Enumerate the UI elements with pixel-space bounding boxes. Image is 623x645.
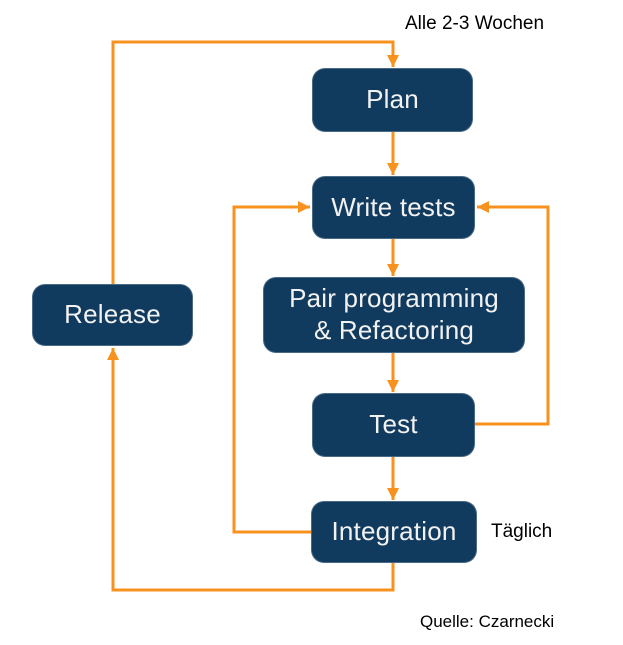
source-caption: Quelle: Czarnecki <box>420 612 555 631</box>
node-integration: Integration <box>311 501 477 563</box>
arrow-test-to-write-tests <box>475 201 550 426</box>
arrow-release-to-plan <box>111 40 399 284</box>
node-test-label: Test <box>369 409 418 440</box>
arrow-integration-to-write-tests <box>232 201 311 534</box>
node-integration-label: Integration <box>331 516 457 547</box>
node-pair-programming-label-line2: & Refactoring <box>313 315 475 345</box>
node-plan: Plan <box>312 68 473 132</box>
node-release-label: Release <box>64 299 161 330</box>
node-test: Test <box>312 393 475 457</box>
node-write-tests-label: Write tests <box>331 191 456 222</box>
node-write-tests: Write tests <box>312 176 475 239</box>
node-plan-label: Plan <box>366 84 419 115</box>
arrow-integration-to-release <box>107 348 395 592</box>
node-pair-programming: Pair programming & Refactoring <box>263 277 525 353</box>
cycle-interval-annotation: Alle 2-3 Wochen <box>405 13 545 34</box>
daily-annotation: Täglich <box>491 521 553 542</box>
node-release: Release <box>32 284 193 346</box>
node-pair-programming-label-line1: Pair programming <box>289 283 499 314</box>
